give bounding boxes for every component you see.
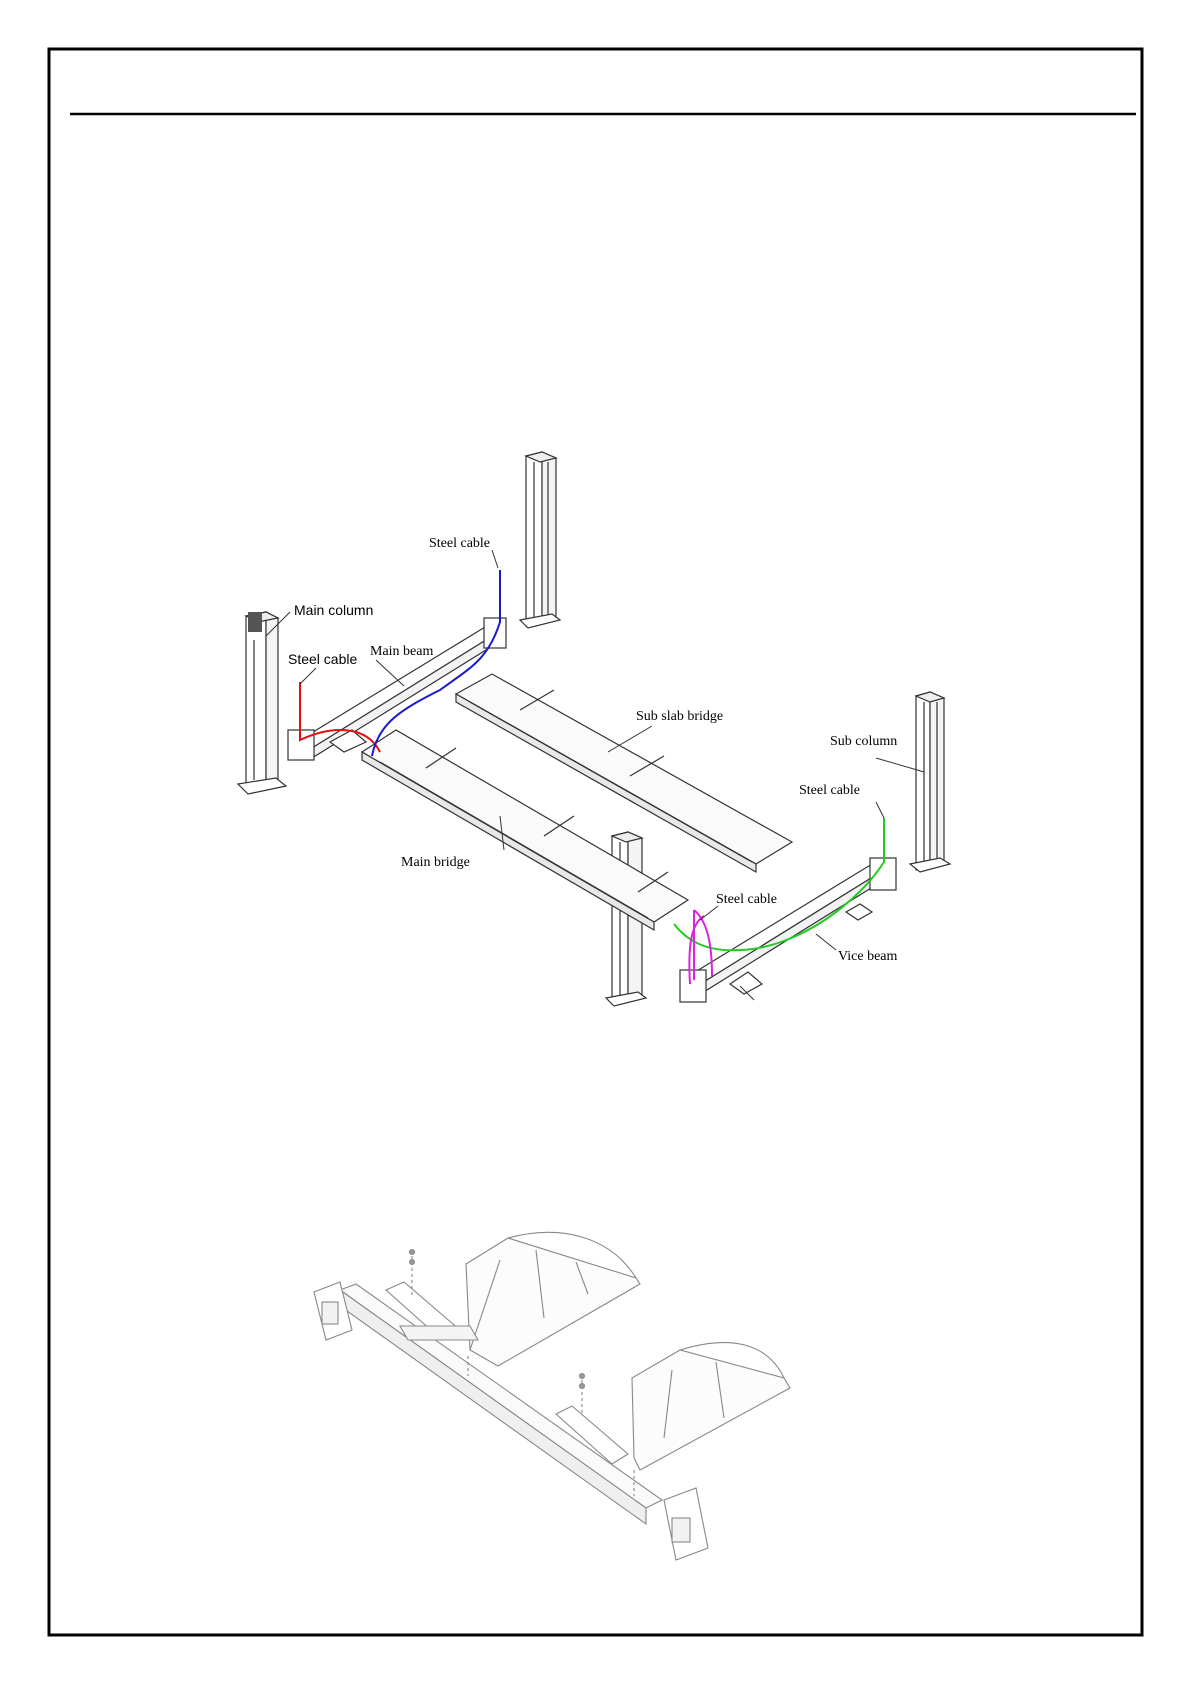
rear-column-drawing [520, 452, 560, 628]
vice-beam-drawing [680, 858, 896, 1002]
label-steel-cable-left: Steel cable [288, 651, 357, 667]
label-main-bridge: Main bridge [401, 855, 470, 870]
label-main-column: Main column [294, 602, 373, 618]
label-sub-column: Sub column [830, 734, 897, 749]
sub-column-drawing [910, 692, 950, 872]
lift-assembly-figure [238, 452, 950, 1006]
main-column-drawing [238, 612, 286, 794]
label-sub-slab-bridge: Sub slab bridge [636, 709, 723, 724]
page-border [49, 49, 1142, 1635]
label-steel-cable-top: Steel cable [429, 536, 490, 551]
label-main-beam: Main beam [370, 644, 433, 659]
label-vice-beam: Vice beam [838, 949, 898, 964]
label-steel-cable-bottom: Steel cable [716, 892, 777, 907]
beam-connection-detail-figure [314, 1232, 790, 1560]
label-steel-cable-right: Steel cable [799, 783, 860, 798]
